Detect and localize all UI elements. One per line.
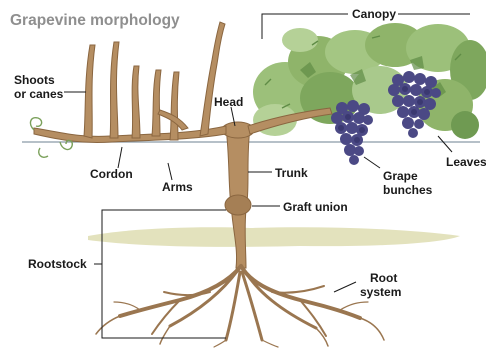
arms-leader: [168, 163, 172, 180]
ground-band: [88, 227, 460, 247]
leaf-cluster: [451, 111, 479, 139]
cordon-left: [34, 126, 226, 143]
label-cordon: Cordon: [90, 167, 133, 181]
label-leaves: Leaves: [446, 155, 486, 169]
label-trunk: Trunk: [275, 166, 308, 180]
graft-union-knot: [225, 195, 251, 215]
root-system: [96, 266, 384, 347]
cane: [132, 66, 140, 138]
arm: [170, 72, 179, 140]
cane: [110, 42, 119, 138]
root-system-leader: [334, 282, 356, 292]
label-head: Head: [214, 95, 243, 109]
label-grape-line2: bunches: [383, 183, 433, 197]
leaf-cluster: [282, 28, 318, 52]
label-root-line1: Root: [370, 271, 397, 285]
label-arms: Arms: [162, 180, 193, 194]
cane: [152, 70, 161, 136]
ground-wash: [88, 227, 460, 247]
label-shoots-line2: or canes: [14, 87, 64, 101]
cordon-leader: [118, 147, 122, 168]
grape-bunch-left: [331, 100, 373, 165]
label-root-line2: system: [360, 285, 401, 299]
label-canopy: Canopy: [352, 7, 396, 21]
arm: [200, 22, 225, 136]
label-shoots-line1: Shoots: [14, 73, 55, 87]
leaves-leader: [438, 136, 452, 152]
label-grape-line1: Grape: [383, 169, 418, 183]
label-graft-union: Graft union: [283, 200, 348, 214]
diagram-title: Grapevine morphology: [10, 12, 180, 29]
grape-leader: [364, 157, 380, 168]
label-rootstock: Rootstock: [28, 257, 87, 271]
